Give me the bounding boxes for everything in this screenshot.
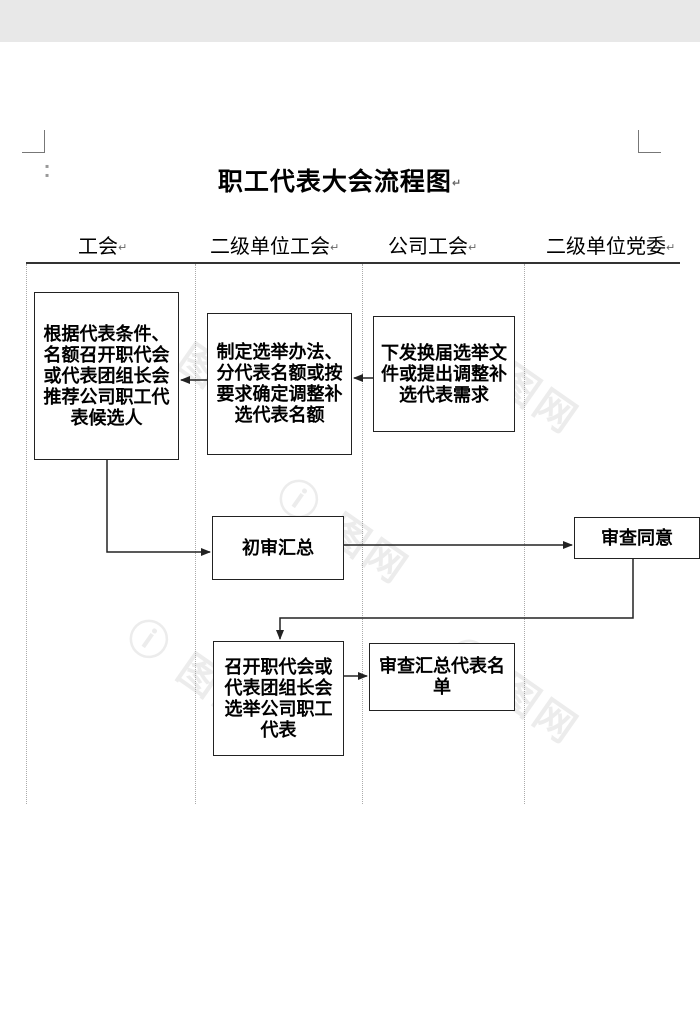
header-divider-line (26, 262, 680, 264)
lane-divider (26, 264, 27, 804)
process-box-preliminary-review: 初审汇总 (212, 516, 344, 580)
lane-divider (195, 264, 196, 804)
margin-marks: ▪▪ (45, 163, 50, 179)
lane-divider (524, 264, 525, 804)
column-header-secondary-party-committee: 二级单位党委↵ (546, 234, 676, 258)
page-corner-mark-right (638, 130, 661, 153)
process-box-review-list: 审查汇总代表名单 (369, 643, 515, 711)
column-header-company-union: 公司工会↵ (388, 234, 478, 258)
column-header-secondary-union: 二级单位工会↵ (210, 234, 340, 258)
process-box-approve: 审查同意 (574, 517, 700, 559)
process-box-election-method: 制定选举办法、分代表名额或按要求确定调整补选代表名额 (207, 313, 352, 455)
arrow-nominate-to-review (106, 460, 211, 556)
arrow-approve-to-election (276, 559, 634, 640)
process-box-nominate-candidates: 根据代表条件、名额召开职代会或代表团组长会推荐公司职工代表候选人 (34, 292, 179, 460)
lane-divider (362, 264, 363, 804)
diagram-title: 职工代表大会流程图↵ (217, 167, 463, 196)
top-toolbar-strip (0, 0, 700, 42)
column-header-union: 工会↵ (78, 234, 128, 258)
page-corner-mark-left (22, 130, 45, 153)
process-box-hold-election: 召开职代会或代表团组长会选举公司职工代表 (213, 641, 344, 756)
process-box-issue-documents: 下发换届选举文件或提出调整补选代表需求 (373, 316, 515, 432)
